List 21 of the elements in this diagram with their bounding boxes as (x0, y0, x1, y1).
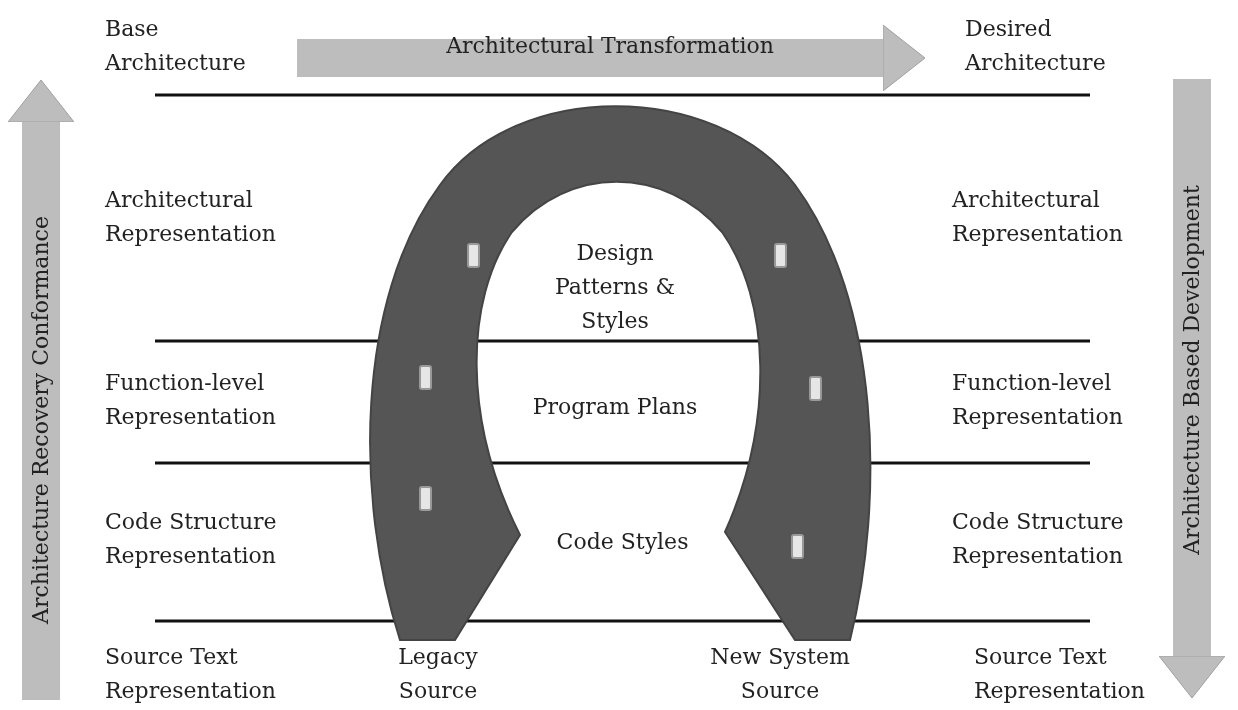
level-label: Function-level Representation (105, 369, 277, 431)
level-label: Code Structure Representation (952, 508, 1125, 570)
edge-label: Architectural Transformation (446, 33, 774, 59)
block-arrow (1158, 79, 1226, 699)
level-label: Code Structure Representation (105, 508, 278, 570)
level-label: Architectural Representation (952, 186, 1124, 248)
edge-label: Architecture Recovery Conformance (28, 216, 54, 624)
edge-label: Architecture Based Development (1179, 185, 1205, 555)
region-label: Design Patterns & Styles (553, 239, 677, 335)
block-arrow (297, 24, 926, 92)
region-label: Program Plans (531, 393, 699, 421)
level-label: Source Text Representation (972, 640, 1236, 708)
level-label: Architectural Representation (105, 186, 277, 248)
source-label: New System Source (709, 643, 851, 705)
region-label: Code Styles (555, 528, 690, 556)
level-label: Base Architecture (12, 12, 297, 80)
level-label: Desired Architecture (925, 12, 1236, 80)
block-arrow (7, 79, 75, 700)
level-label: Source Text Representation (12, 640, 307, 708)
level-label: Function-level Representation (952, 369, 1124, 431)
source-label: Legacy Source (397, 643, 479, 705)
